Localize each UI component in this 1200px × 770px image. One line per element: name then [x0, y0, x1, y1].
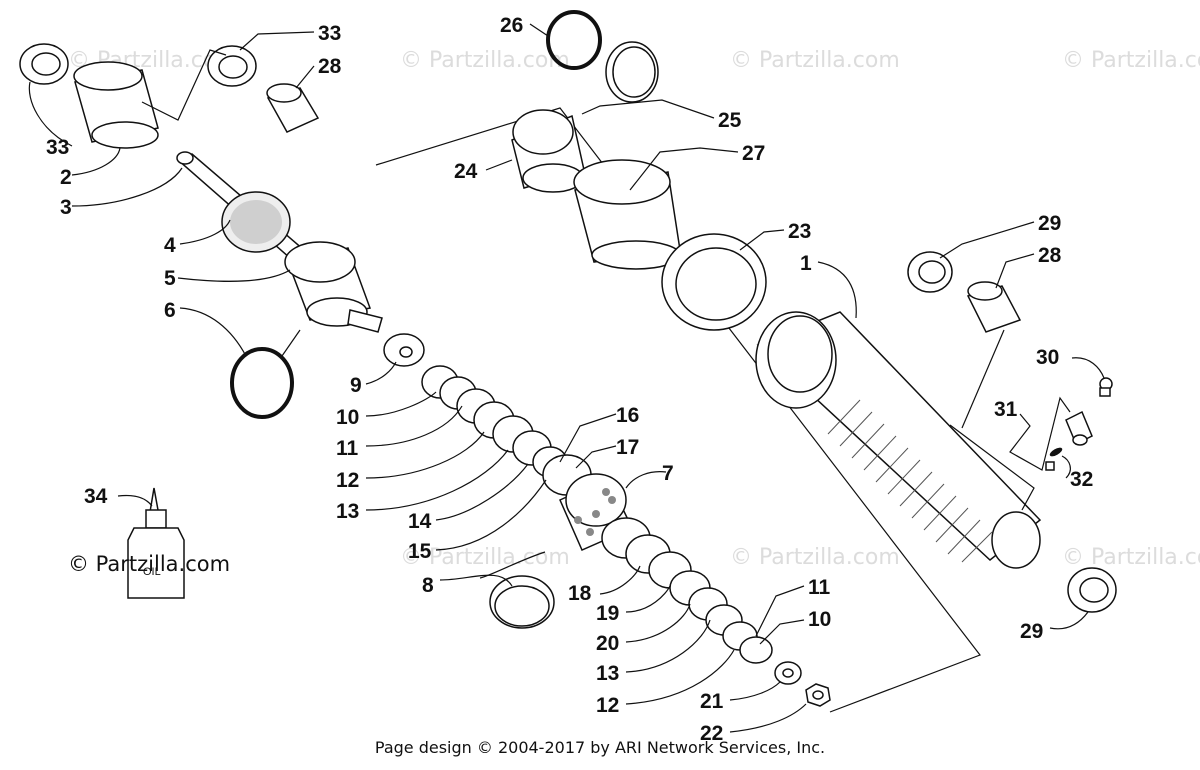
- callout-12: 12: [336, 469, 359, 492]
- callout-33: 33: [318, 22, 341, 45]
- callouts: 33 28 33 2 3 4 5 6 9 10 11 12 13 14 15 1…: [46, 14, 1093, 745]
- callout-10: 10: [808, 608, 831, 631]
- callout-22: 22: [700, 722, 723, 745]
- callout-19: 19: [596, 602, 619, 625]
- part-30-screw: [1099, 377, 1113, 397]
- callout-3: 3: [60, 196, 72, 219]
- callout-32: 32: [1070, 468, 1093, 491]
- callout-5: 5: [164, 267, 176, 290]
- callout-29: 29: [1020, 620, 1043, 643]
- watermark: © Partzilla.com: [730, 545, 900, 570]
- callout-16: 16: [616, 404, 639, 427]
- callout-28: 28: [1038, 244, 1062, 267]
- part-24-cap: [511, 109, 585, 193]
- part-31-valve: [1045, 410, 1093, 471]
- callout-8: 8: [422, 574, 434, 597]
- part-5-seal-head: [284, 241, 383, 333]
- watermark: © Partzilla.com: [1062, 48, 1200, 73]
- callout-14: 14: [408, 510, 432, 533]
- callout-18: 18: [568, 582, 592, 605]
- part-34-oil-bottle: [127, 487, 185, 599]
- oil-label: OIL: [143, 566, 161, 578]
- callout-6: 6: [164, 299, 176, 322]
- callout-17: 17: [616, 436, 639, 459]
- callout-4: 4: [164, 234, 176, 257]
- part-9-washer: [383, 333, 425, 367]
- callout-20: 20: [596, 632, 619, 655]
- leader-lines: [28, 23, 1105, 733]
- callout-29: 29: [1038, 212, 1061, 235]
- partzilla-brand: © Partzilla.com: [68, 552, 231, 576]
- part-4-bumper: [221, 191, 291, 253]
- part-33-bushing-left: [19, 43, 69, 85]
- part-28-spacer-right: [966, 281, 1022, 333]
- callout-21: 21: [700, 690, 724, 713]
- part-23-spring-retainer: [661, 233, 767, 331]
- callout-23: 23: [788, 220, 811, 243]
- callout-31: 31: [994, 398, 1018, 421]
- callout-11: 11: [808, 576, 831, 599]
- callout-26: 26: [500, 14, 523, 37]
- part-7-piston: [559, 473, 634, 551]
- part-27-sleeve: [573, 159, 681, 270]
- watermark: © Partzilla.com: [1062, 545, 1200, 570]
- callout-1: 1: [800, 252, 812, 275]
- part-29-bushing-top: [907, 251, 953, 293]
- callout-27: 27: [742, 142, 765, 165]
- watermark: © Partzilla.com: [400, 48, 570, 73]
- callout-28: 28: [318, 55, 342, 78]
- part-33-bushing-right: [207, 45, 257, 87]
- callout-9: 9: [350, 374, 362, 397]
- part-28-spacer-top: [266, 83, 320, 133]
- callout-2: 2: [60, 166, 72, 189]
- shim-stack-upper: [421, 365, 592, 496]
- part-25-ring: [605, 41, 659, 103]
- callout-7: 7: [662, 462, 674, 485]
- part-6-o-ring: [230, 347, 294, 419]
- callout-30: 30: [1036, 346, 1059, 369]
- callout-34: 34: [84, 485, 108, 508]
- callout-33: 33: [46, 136, 69, 159]
- callout-13: 13: [336, 500, 359, 523]
- callout-12: 12: [596, 694, 619, 717]
- callout-15: 15: [408, 540, 432, 563]
- callout-13: 13: [596, 662, 619, 685]
- part-8-piston-band: [489, 575, 555, 629]
- part-26-o-ring-top: [546, 10, 602, 70]
- part-2-eye-sleeve: [73, 61, 159, 149]
- callout-11: 11: [336, 437, 359, 460]
- watermark: © Partzilla.com: [730, 48, 900, 73]
- callout-24: 24: [454, 160, 478, 183]
- callout-25: 25: [718, 109, 742, 132]
- page-footer: Page design © 2004-2017 by ARI Network S…: [374, 738, 826, 757]
- part-21-washer: [774, 661, 802, 685]
- shim-stack-lower: [601, 517, 773, 664]
- callout-10: 10: [336, 406, 359, 429]
- watermark: © Partzilla.com: [400, 545, 570, 570]
- part-1-shock-body: [755, 311, 1042, 569]
- part-32-cap-o-ring: [1049, 447, 1063, 457]
- part-29-bushing-bottom: [1067, 567, 1117, 613]
- part-22-nut: [805, 683, 831, 707]
